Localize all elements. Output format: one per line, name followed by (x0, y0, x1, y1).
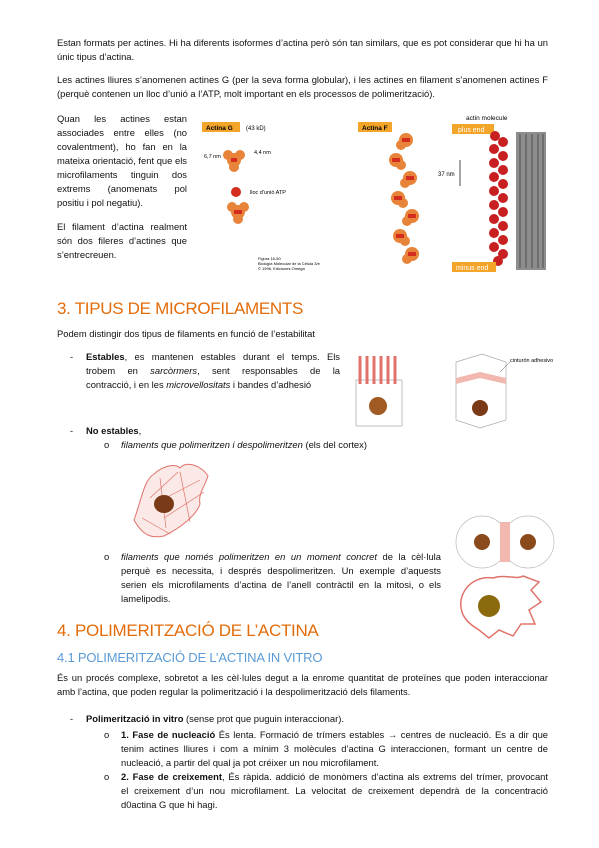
caption-3: © 1996, Ediciones Omega (258, 266, 306, 271)
intro-paragraph-3: Quan les actines estan associades entre … (57, 113, 187, 208)
bullet-dash: - (70, 425, 74, 436)
adhesion-cell (455, 353, 507, 429)
nucleus (154, 495, 174, 513)
actin-g-monomer-top (223, 150, 245, 172)
actina-f-box (358, 122, 392, 132)
section-3-intro: Podem distingir dos tipus de filaments e… (57, 328, 315, 339)
lamellipodium-cell (460, 575, 543, 639)
caption-1: Figura 16-50 (258, 256, 281, 261)
adhesion-belt (456, 372, 506, 384)
dividing-cell-figure (455, 515, 555, 569)
bullet-dash: - (70, 351, 74, 362)
nucleation-step: 1. Fase de nucleació És lenta. Formació … (121, 729, 548, 768)
dim2-label: 4,4 nm (254, 150, 271, 156)
bullet-circle: o (104, 771, 110, 782)
actina-g-label: Actina G (206, 125, 233, 132)
section-4-paragraph: És un procés complexe, sobretot a les cè… (57, 672, 548, 697)
stable-cells-figure: cinturón adhesivo (355, 353, 553, 429)
section-4-1-subtitle: 4.1 POLIMERITZACIÓ DE L’ACTINA IN VITRO (57, 650, 323, 665)
atp-label: lloc d’unió ATP (250, 190, 286, 196)
plus-end-label: plus end (458, 127, 485, 134)
stable-term: Estables (86, 351, 125, 362)
nucleus-right (520, 534, 536, 550)
em-micrograph (516, 132, 546, 270)
actin-molecule-label: actin molecule (466, 115, 508, 122)
caption-2: Biología Molecular de la Célula 3/e (258, 261, 321, 266)
minus-end-box (452, 262, 496, 272)
nucleus-2 (472, 400, 488, 416)
bullet-circle: o (104, 729, 110, 740)
cortex-cell-figure (133, 463, 209, 538)
bullet-circle: o (104, 439, 110, 450)
nucleus (478, 595, 500, 617)
intro-paragraph-1: Estan formats per actines. Hi ha diferen… (57, 37, 548, 62)
intro-paragraph-4: El filament d’actina realment són dos fi… (57, 221, 187, 260)
stable-item: Estables, es mantenen estables durant el… (86, 351, 340, 390)
actin-double-helix (489, 131, 508, 266)
nonstable-sub-2: filaments que només polimeritzen en un m… (121, 551, 441, 604)
bullet-circle: o (104, 551, 110, 562)
em-micrograph-texture (519, 134, 544, 268)
actin-figure: Actina G (43 kD) 6,7 nm 4,4 nm lloc d’un… (202, 115, 546, 272)
microvilli (358, 356, 397, 384)
nm37-label: 37 nm (438, 172, 455, 178)
plus-end-box (452, 124, 494, 134)
section-4-title: 4. POLIMERITZACIÓ DE L’ACTINA (57, 621, 319, 640)
lamellipodium-figure (460, 575, 543, 639)
actin-f-filament (389, 133, 419, 264)
kd-label: (43 kD) (246, 126, 266, 132)
section-3-title: 3. TIPUS DE MICROFILAMENTS (57, 299, 303, 318)
nonstable-term: No estables, (86, 425, 142, 436)
nucleus-left (474, 534, 490, 550)
growth-step: 2. Fase de creixement, És ràpida. addici… (121, 771, 548, 810)
contractile-ring (500, 522, 510, 562)
actina-g-box (202, 122, 240, 132)
nonstable-sub-1: filaments que polimeritzen i despolimeri… (121, 439, 367, 450)
dim1-label: 6,7 nm (204, 154, 221, 160)
cinturon-label: cinturón adhesivo (510, 358, 553, 364)
bullet-dash: - (70, 713, 74, 724)
actin-g-monomer-bottom (227, 202, 249, 224)
minus-end-label: minus end (456, 265, 488, 272)
in-vitro-item: Polimerització in vitro (sense prot que … (86, 713, 344, 724)
nucleus (369, 397, 387, 415)
intro-paragraph-2: Les actines lliures s’anomenen actines G… (57, 74, 548, 99)
atp-site-marker (231, 187, 241, 197)
actina-f-label: Actina F (362, 125, 388, 132)
pointer-line (499, 361, 511, 373)
